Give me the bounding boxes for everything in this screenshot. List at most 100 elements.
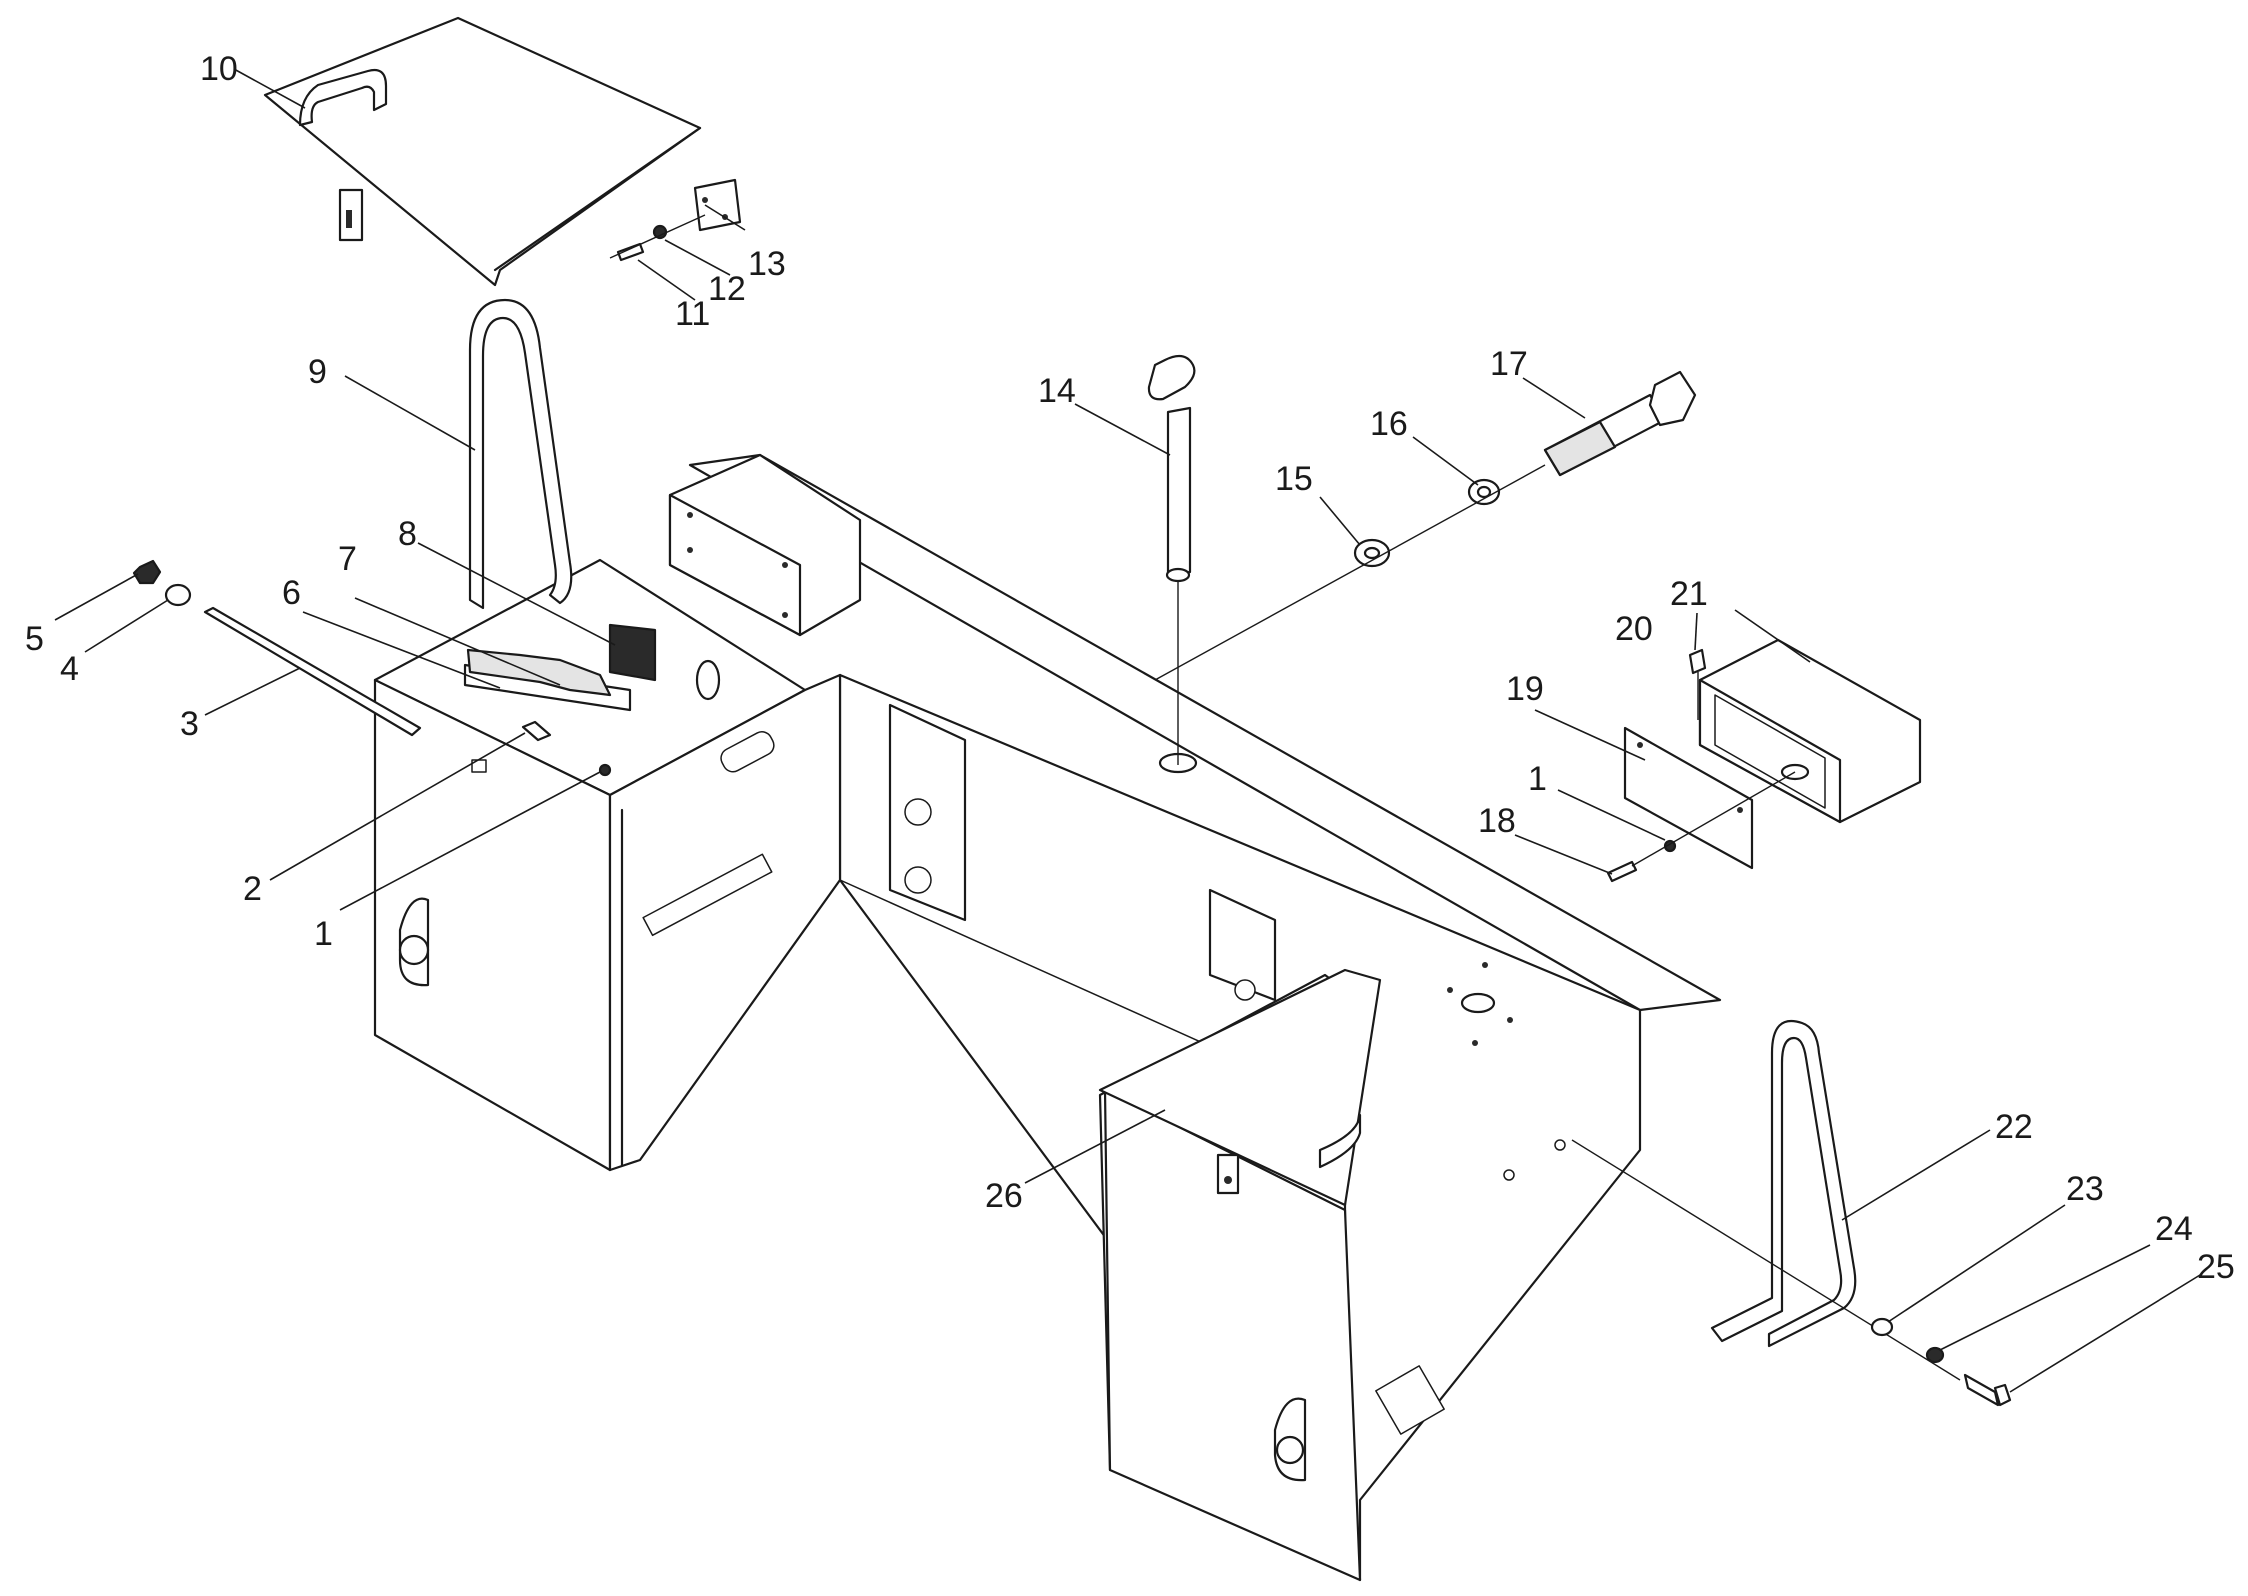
callout-10: 10 xyxy=(200,50,238,88)
callout-4: 4 xyxy=(60,650,79,688)
plate-part-19 xyxy=(1623,726,1754,870)
mount-bolt-hole xyxy=(1482,962,1488,968)
web-hole-upper xyxy=(904,798,932,826)
screw-part-20 xyxy=(1688,648,1707,720)
callout-22: 22 xyxy=(1995,1108,2033,1146)
screw-part-18 xyxy=(1606,860,1638,883)
screw-2 xyxy=(521,720,552,742)
left-box-slot-upper xyxy=(720,731,775,773)
left-box-front xyxy=(608,673,842,1172)
washer-part-24 xyxy=(1925,1346,1945,1364)
leader-13 xyxy=(704,204,746,231)
right-box-lid-26 xyxy=(1098,968,1382,1207)
leader-8 xyxy=(417,542,616,646)
callout-8: 8 xyxy=(398,515,417,553)
beam-box-screw xyxy=(687,547,693,553)
pin-14-ring xyxy=(1147,354,1196,401)
screw-part-11 xyxy=(616,242,645,262)
leader-25 xyxy=(2009,1274,2201,1393)
callout-7: 7 xyxy=(338,540,357,578)
washer-part-1a xyxy=(598,763,612,777)
nut-part-16 xyxy=(1467,478,1501,506)
leader-4 xyxy=(84,599,169,653)
bracket-13-plate xyxy=(693,178,742,232)
washer-part-15 xyxy=(1353,538,1391,568)
washer-1-left xyxy=(598,763,612,777)
left-box-inner-hole xyxy=(695,659,721,701)
screw-18-axis xyxy=(1631,771,1796,867)
washer-23 xyxy=(1870,1317,1894,1337)
cover-edge xyxy=(493,126,702,272)
screw-11 xyxy=(616,242,645,262)
leader-18 xyxy=(1514,834,1613,875)
handle-9-loop xyxy=(468,298,573,610)
washer-part-4 xyxy=(164,583,192,607)
nut-part-5 xyxy=(132,559,162,585)
leader-24 xyxy=(1939,1244,2151,1351)
leader-1-left xyxy=(339,771,601,911)
leader-3 xyxy=(204,667,301,716)
leader-15 xyxy=(1319,496,1361,546)
leader-2 xyxy=(269,732,526,881)
mount-bolt-hole xyxy=(1472,1040,1478,1046)
screw-18 xyxy=(1606,860,1638,883)
bolt-25-axis xyxy=(1571,1139,1961,1381)
leader-7 xyxy=(354,597,561,686)
beam-top-box-face xyxy=(668,493,802,637)
bracket-13-hole xyxy=(702,197,708,203)
handle-part-9 xyxy=(468,298,573,610)
bolt-part-17 xyxy=(1543,370,1697,477)
callout-17: 17 xyxy=(1490,345,1528,383)
screw-part-2 xyxy=(521,720,552,742)
callout-1-right: 1 xyxy=(1528,760,1547,798)
callout-2: 2 xyxy=(243,870,262,908)
callout-13: 13 xyxy=(748,245,786,283)
leader-lines xyxy=(54,68,2201,1393)
plate-19 xyxy=(1623,726,1754,870)
mount-bolt-hole xyxy=(1447,987,1453,993)
leader-12 xyxy=(664,239,731,276)
callout-5: 5 xyxy=(25,620,44,658)
leader-6 xyxy=(302,611,501,689)
rod-3 xyxy=(203,606,422,737)
bracket-part-13 xyxy=(693,178,742,232)
beam-top-box xyxy=(668,453,862,637)
plate-8 xyxy=(608,623,657,682)
callout-9: 9 xyxy=(308,353,327,391)
cover-handle xyxy=(298,68,388,127)
washer-4 xyxy=(164,583,192,607)
leader-22 xyxy=(1841,1129,1991,1221)
nut-part-12 xyxy=(652,224,668,240)
leader-17 xyxy=(1522,377,1586,419)
callout-25: 25 xyxy=(2197,1248,2235,1286)
leader-9 xyxy=(344,375,476,451)
bolt-25-head xyxy=(1993,1383,2012,1407)
right-box-latch-pin xyxy=(1224,1176,1232,1184)
leader-19 xyxy=(1534,709,1646,761)
right-box-handle xyxy=(1318,1113,1362,1169)
handle-22-loop xyxy=(1710,1020,1857,1348)
left-box-slot-lower xyxy=(642,853,773,937)
callout-3: 3 xyxy=(180,705,199,743)
right-box-latch xyxy=(1216,1153,1240,1195)
callout-16: 16 xyxy=(1370,405,1408,443)
pin-14-shaft xyxy=(1166,406,1192,578)
washer-1-right xyxy=(1663,839,1677,853)
callout-21: 21 xyxy=(1670,575,1708,613)
callout-1-left: 1 xyxy=(314,915,333,953)
nut-12 xyxy=(652,224,668,240)
leader-16 xyxy=(1412,436,1479,486)
cover-part-10 xyxy=(263,16,702,287)
callout-labels: 10 13 12 11 9 8 7 6 5 4 3 2 1 14 15 16 1… xyxy=(25,50,2235,1286)
bolt-part-25 xyxy=(1963,1373,2012,1407)
callout-19: 19 xyxy=(1506,670,1544,708)
plate-part-8 xyxy=(608,623,657,682)
mount-bolt-hole xyxy=(1507,1017,1513,1023)
right-box-window xyxy=(1375,1365,1445,1435)
beam-box-screw xyxy=(782,562,788,568)
callout-14: 14 xyxy=(1038,372,1076,410)
leader-26 xyxy=(1024,1109,1166,1184)
callout-20: 20 xyxy=(1615,610,1653,648)
pin-part-14 xyxy=(1147,354,1196,765)
